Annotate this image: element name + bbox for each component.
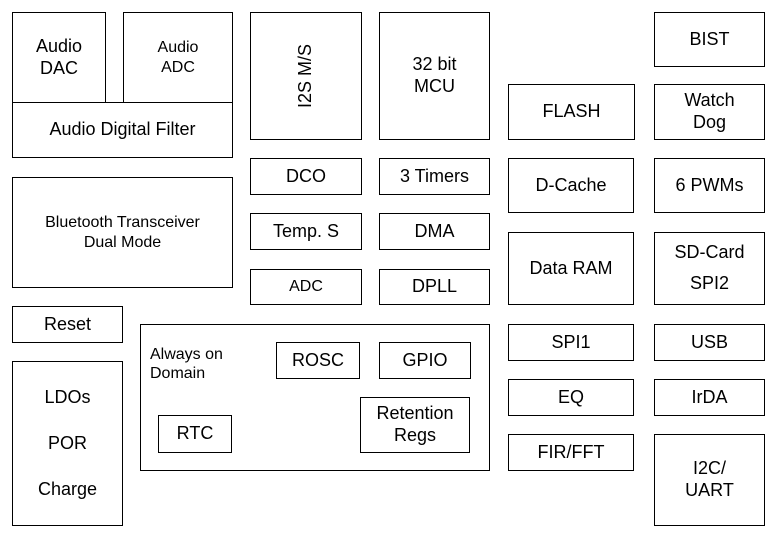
retention-regs-block: Retention Regs bbox=[360, 397, 470, 453]
sdcard-line1: SD-Card bbox=[674, 241, 745, 262]
temp-sensor-block: Temp. S bbox=[250, 213, 362, 250]
dco-block: DCO bbox=[250, 158, 362, 195]
audio-dac-line2: DAC bbox=[39, 57, 78, 78]
audio-adc-block: Audio ADC bbox=[123, 12, 233, 103]
data-ram-label: Data RAM bbox=[529, 257, 613, 278]
bluetooth-line2: Dual Mode bbox=[83, 233, 162, 251]
i2c-uart-block: I2C/ UART bbox=[654, 434, 765, 526]
always-on-line2: Domain bbox=[150, 365, 206, 383]
power-block: LDOs POR Charge bbox=[12, 361, 123, 526]
i2s-block: I2S M/S bbox=[250, 12, 362, 140]
adc-label: ADC bbox=[289, 278, 323, 296]
usb-block: USB bbox=[654, 324, 765, 361]
eq-label: EQ bbox=[557, 386, 584, 407]
rtc-block: RTC bbox=[158, 415, 232, 453]
bluetooth-line1: Bluetooth Transceiver bbox=[45, 214, 200, 232]
watchdog-line1: Watch bbox=[684, 90, 735, 111]
sdcard-block: SD-Card SPI2 bbox=[654, 232, 765, 305]
i2c-line1: I2C/ bbox=[692, 458, 726, 479]
mcu-line2: MCU bbox=[414, 76, 455, 96]
audio-adc-line1: Audio bbox=[157, 39, 199, 57]
dco-label: DCO bbox=[286, 165, 326, 186]
always-on-line1: Always on bbox=[150, 346, 223, 363]
dcache-block: D-Cache bbox=[508, 158, 634, 213]
mcu-line1: 32 bit bbox=[412, 54, 457, 75]
audio-adc-line2: ADC bbox=[161, 58, 195, 76]
irda-block: IrDA bbox=[654, 379, 765, 416]
dma-label: DMA bbox=[414, 220, 455, 241]
bist-block: BIST bbox=[654, 12, 765, 67]
retention-line2: Regs bbox=[393, 425, 437, 445]
spi1-label: SPI1 bbox=[551, 331, 591, 352]
pwms-block: 6 PWMs bbox=[654, 158, 765, 213]
bist-label: BIST bbox=[689, 28, 730, 49]
reset-block: Reset bbox=[12, 306, 123, 343]
audio-digital-filter-block: Audio Digital Filter bbox=[12, 102, 233, 158]
audio-digital-filter-label: Audio Digital Filter bbox=[49, 119, 196, 140]
fir-fft-label: FIR/FFT bbox=[537, 441, 605, 462]
dpll-block: DPLL bbox=[379, 269, 490, 305]
rosc-block: ROSC bbox=[276, 342, 360, 379]
audio-dac-block: Audio DAC bbox=[12, 12, 106, 103]
por-label: POR bbox=[47, 432, 87, 453]
sdcard-line2: SPI2 bbox=[689, 273, 730, 294]
pwms-label: 6 PWMs bbox=[675, 174, 744, 195]
irda-label: IrDA bbox=[691, 386, 728, 407]
watchdog-block: Watch Dog bbox=[654, 84, 765, 140]
charge-label: Charge bbox=[37, 478, 98, 499]
flash-block: FLASH bbox=[508, 84, 635, 140]
rosc-label: ROSC bbox=[291, 349, 344, 370]
rtc-label: RTC bbox=[176, 423, 214, 444]
spi1-block: SPI1 bbox=[508, 324, 634, 361]
data-ram-block: Data RAM bbox=[508, 232, 634, 305]
watchdog-line2: Dog bbox=[692, 112, 727, 132]
adc-block: ADC bbox=[250, 269, 362, 305]
dma-block: DMA bbox=[379, 213, 490, 250]
flash-label: FLASH bbox=[542, 101, 601, 122]
retention-line1: Retention bbox=[376, 403, 454, 424]
eq-block: EQ bbox=[508, 379, 634, 416]
mcu-block: 32 bit MCU bbox=[379, 12, 490, 140]
i2c-line2: UART bbox=[685, 480, 734, 500]
temp-sensor-label: Temp. S bbox=[272, 220, 340, 241]
audio-dac-line1: Audio bbox=[35, 35, 83, 56]
bluetooth-block: Bluetooth Transceiver Dual Mode bbox=[12, 177, 233, 288]
ldos-label: LDOs bbox=[44, 386, 91, 407]
reset-label: Reset bbox=[43, 313, 92, 334]
dpll-label: DPLL bbox=[411, 276, 458, 297]
timers-block: 3 Timers bbox=[379, 158, 490, 195]
fir-fft-block: FIR/FFT bbox=[508, 434, 634, 471]
always-on-domain-label: Always on Domain bbox=[150, 345, 223, 383]
dcache-label: D-Cache bbox=[535, 174, 607, 195]
i2s-label: I2S M/S bbox=[295, 43, 316, 109]
usb-label: USB bbox=[690, 331, 728, 352]
gpio-block: GPIO bbox=[379, 342, 471, 379]
timers-label: 3 Timers bbox=[399, 165, 469, 186]
gpio-label: GPIO bbox=[402, 349, 448, 370]
